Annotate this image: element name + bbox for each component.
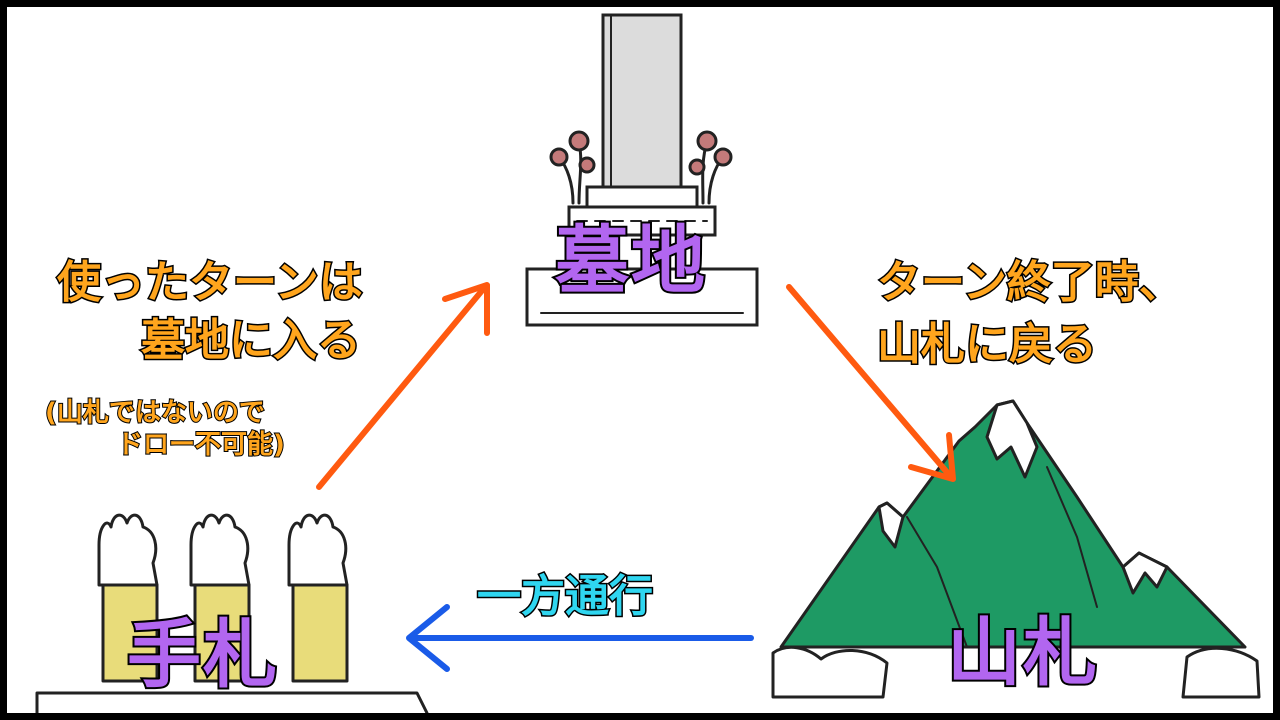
caption-hand-to-graveyard-line1: 使ったターンは bbox=[56, 257, 365, 309]
arrow-hand-to-graveyard bbox=[316, 282, 490, 490]
raised-hands-icon bbox=[35, 513, 429, 713]
flower-right-icon bbox=[688, 130, 733, 205]
caption-graveyard-to-deck-line1: ターン終了時、 bbox=[876, 257, 1185, 309]
zone-label-deck: 山札 bbox=[945, 610, 1099, 696]
zone-label-graveyard: 墓地 bbox=[553, 218, 707, 304]
arrow-graveyard-to-deck bbox=[786, 284, 956, 482]
arrow-deck-to-hand bbox=[406, 604, 754, 672]
diagram-artwork bbox=[35, 13, 1261, 713]
caption-note-line1: (山札ではないので bbox=[44, 398, 266, 428]
caption-graveyard-to-deck-line2: 山札に戻る bbox=[876, 319, 1099, 371]
caption-deck-to-hand: 一方通行 bbox=[476, 571, 655, 623]
caption-hand-to-graveyard-line2: 墓地に入る bbox=[140, 315, 363, 367]
zone-label-hand: 手札 bbox=[125, 612, 279, 698]
grave-stone-icon bbox=[525, 13, 759, 327]
caption-note-line2: ドロー不可能) bbox=[116, 430, 286, 460]
flower-left-icon bbox=[549, 130, 596, 205]
mountain-icon bbox=[771, 399, 1261, 699]
